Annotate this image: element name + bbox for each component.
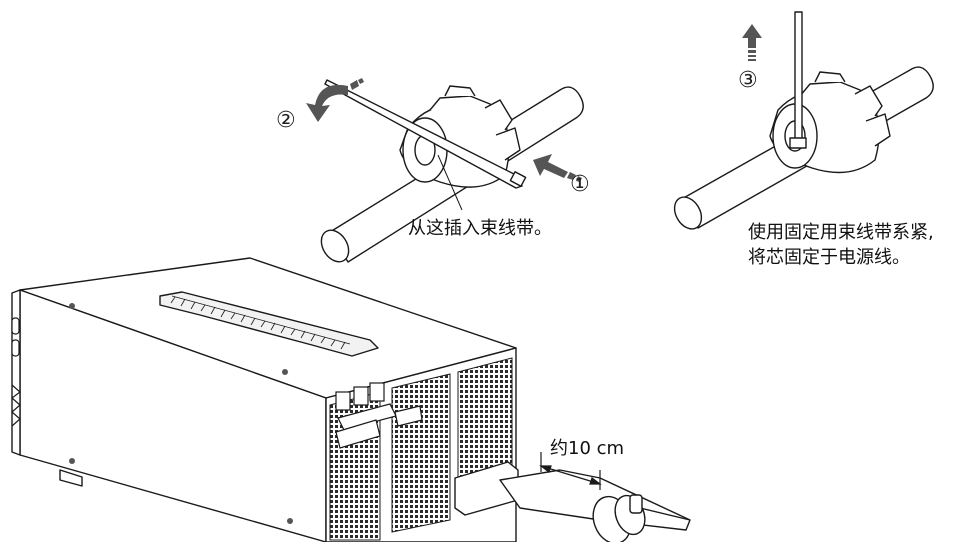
rotate-arrow-icon (306, 78, 364, 122)
pointer-line (437, 154, 463, 211)
insert-arrow-icon (533, 154, 582, 182)
step-two-marker: ② (276, 108, 296, 133)
fix-core-label-line1: 使用固定用束线带系紧, (748, 222, 934, 243)
front-panel-knobs (11, 317, 21, 427)
ferrite-core-fixed-illustration (673, 11, 934, 230)
case-screws (69, 303, 293, 524)
step-one-marker: ① (570, 172, 590, 197)
distance-label: 约10 cm (550, 438, 625, 459)
insert-here-label: 从这插入束线带。 (408, 218, 552, 239)
distance-dimension (539, 452, 602, 490)
output-terminals (335, 382, 423, 449)
ferrite-core-insert-illustration (320, 79, 584, 263)
step-three-marker: ③ (738, 68, 758, 93)
handle-ribs (170, 296, 346, 350)
fix-core-label-line2: 将芯固定于电源线。 (748, 247, 910, 268)
pull-up-arrow-icon (742, 24, 762, 61)
